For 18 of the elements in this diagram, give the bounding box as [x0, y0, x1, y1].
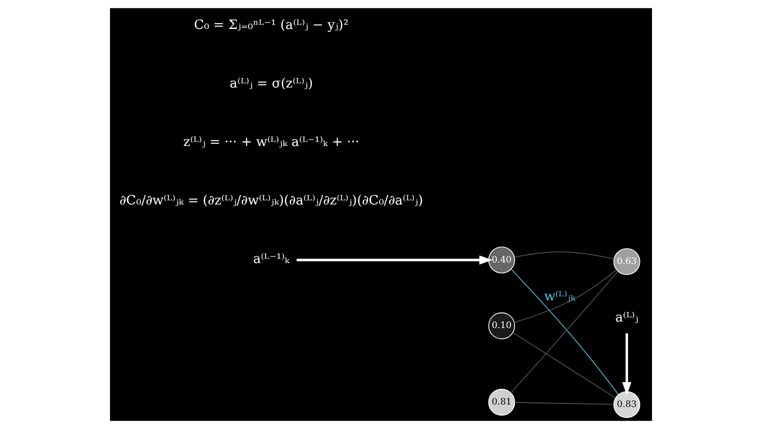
label: z⁽ᴸ⁾ⱼ = ··· + w⁽ᴸ⁾ⱼₖ a⁽ᴸ⁻¹⁾ₖ + ···	[183, 135, 360, 150]
node-text: a⁽ᴸ⁻¹⁾ₖ	[253, 252, 290, 268]
arrow	[622, 333, 632, 396]
label: C₀ = Σⱼ₌₀ⁿᴸ⁻¹ (a⁽ᴸ⁾ⱼ − yⱼ)²	[194, 18, 349, 34]
node-circle: 0.81	[488, 388, 516, 416]
node-circle: 0.83	[613, 391, 640, 418]
label: a⁽ᴸ⁾ⱼ = σ(z⁽ᴸ⁾ⱼ)	[230, 76, 313, 92]
connector	[514, 402, 614, 405]
arrow	[296, 255, 492, 265]
node-circle: 0.10	[488, 312, 516, 340]
label: ∂C₀/∂w⁽ᴸ⁾ⱼₖ = (∂z⁽ᴸ⁾ⱼ/∂w⁽ᴸ⁾ⱼₖ)(∂a⁽ᴸ⁾ⱼ/∂z⁽ᴸ⁾ⱼ)(∂C₀/∂a⁽ᴸ⁾ⱼ)	[119, 194, 424, 209]
node-circle: 0.63	[613, 248, 640, 276]
edge-label: w⁽ᴸ⁾ⱼₖ	[544, 289, 576, 304]
node-circle: 0.40	[488, 246, 516, 274]
node-text: a⁽ᴸ⁾ⱼ	[615, 310, 638, 326]
connector	[514, 269, 617, 323]
connector	[514, 251, 614, 260]
connector	[512, 332, 616, 398]
